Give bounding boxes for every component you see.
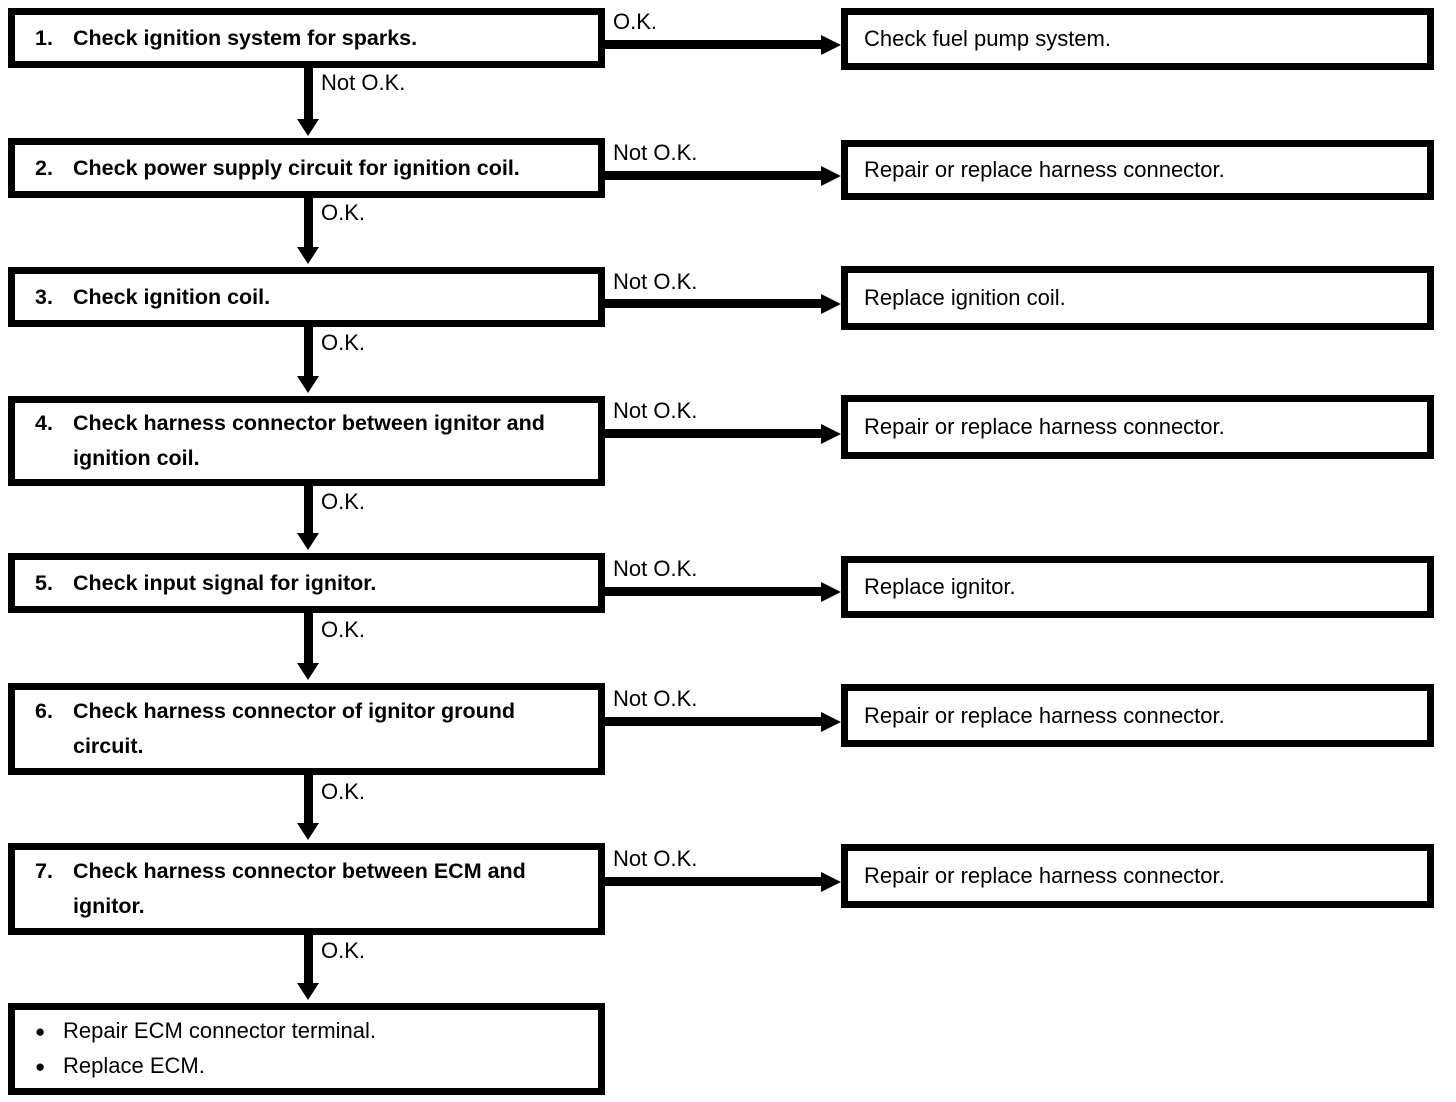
step-1-text: 1.Check ignition system for sparks. <box>15 21 431 56</box>
step-5-number: 5. <box>35 570 53 595</box>
step-2-down-label: O.K. <box>321 200 366 225</box>
step-4-branch-arrow <box>605 424 841 444</box>
step-box-2: 2.Check power supply circuit for ignitio… <box>8 138 605 198</box>
result-4-text: Repair or replace harness connector. <box>864 414 1225 439</box>
step-5-branch-label: Not O.K. <box>613 556 698 581</box>
step-7-branch-label: Not O.K. <box>613 846 698 871</box>
result-box-3: Replace ignition coil. <box>841 266 1434 330</box>
step-7-number: 7. <box>35 859 53 883</box>
step-6-down-arrow-head <box>297 823 319 840</box>
step-box-5: 5.Check input signal for ignitor. <box>8 553 605 613</box>
arrow-stem <box>605 40 825 49</box>
step-4-text: 4.Check harness connector between ignito… <box>15 406 598 476</box>
step-box-3: 3.Check ignition coil. <box>8 267 605 327</box>
step-5-down-arrow-head <box>297 663 319 680</box>
step-2-branch-arrow <box>605 166 841 186</box>
step-1-branch-label: O.K. <box>613 9 658 34</box>
result-6-text: Repair or replace harness connector. <box>864 702 1225 728</box>
arrow-stem <box>605 299 825 308</box>
step-1-down-arrow-head <box>297 119 319 136</box>
arrow-stem <box>605 587 825 596</box>
step-box-4: 4.Check harness connector between ignito… <box>8 396 605 486</box>
step-6-down-arrow-stem <box>304 775 313 824</box>
arrow-right-head <box>821 582 841 602</box>
step-3-down-label: O.K. <box>321 330 366 355</box>
step-3-branch-label: Not O.K. <box>613 269 698 294</box>
step-5-down-arrow-stem <box>304 613 313 664</box>
step-6-branch-arrow <box>605 712 841 732</box>
step-6-branch-label: Not O.K. <box>613 686 698 711</box>
step-3-branch-arrow <box>605 294 841 314</box>
step-5-branch-arrow <box>605 582 841 602</box>
result-7-text: Repair or replace harness connector. <box>864 863 1225 888</box>
arrow-stem <box>605 429 825 438</box>
arrow-right-head <box>821 294 841 314</box>
step-3-number: 3. <box>35 284 53 309</box>
result-box-6: Repair or replace harness connector. <box>841 684 1434 747</box>
step-2-down-arrow-head <box>297 247 319 264</box>
step-7-down-arrow-head <box>297 983 319 1000</box>
step-2-branch-label: Not O.K. <box>613 140 698 165</box>
step-6-text: 6.Check harness connector of ignitor gro… <box>15 694 598 764</box>
arrow-right-head <box>821 166 841 186</box>
result-box-5: Replace ignitor. <box>841 556 1434 618</box>
step-7-branch-arrow <box>605 872 841 892</box>
step-4-down-arrow-head <box>297 533 319 550</box>
result-2-text: Repair or replace harness connector. <box>864 157 1225 182</box>
step-7-down-arrow-stem <box>304 935 313 984</box>
step-3-down-arrow-head <box>297 376 319 393</box>
step-6-number: 6. <box>35 699 53 723</box>
step-4-number: 4. <box>35 411 53 435</box>
step-box-6: 6.Check harness connector of ignitor gro… <box>8 683 605 775</box>
result-box-4: Repair or replace harness connector. <box>841 395 1434 459</box>
step-2-down-arrow-stem <box>304 197 313 248</box>
step-3-down-arrow-stem <box>304 327 313 377</box>
final-action-2: ●Replace ECM. <box>15 1049 598 1084</box>
final-action-box: ●Repair ECM connector terminal. ●Replace… <box>8 1003 605 1095</box>
result-box-1: Check fuel pump system. <box>841 8 1434 70</box>
step-4-down-arrow-stem <box>304 486 313 534</box>
arrow-right-head <box>821 424 841 444</box>
step-4-branch-label: Not O.K. <box>613 398 698 423</box>
step-2-text: 2.Check power supply circuit for ignitio… <box>15 151 534 186</box>
result-5-text: Replace ignitor. <box>864 574 1016 599</box>
step-7-text: 7.Check harness connector between ECM an… <box>15 854 598 924</box>
step-5-down-label: O.K. <box>321 617 366 642</box>
step-4-down-label: O.K. <box>321 489 366 514</box>
bullet-icon: ● <box>35 1057 46 1076</box>
arrow-right-head <box>821 872 841 892</box>
step-5-text: 5.Check input signal for ignitor. <box>15 566 390 601</box>
step-box-7: 7.Check harness connector between ECM an… <box>8 843 605 935</box>
step-box-1: 1.Check ignition system for sparks. <box>8 8 605 68</box>
step-1-down-arrow-stem <box>304 68 313 120</box>
result-box-2: Repair or replace harness connector. <box>841 140 1434 200</box>
step-7-down-label: O.K. <box>321 938 366 963</box>
step-6-down-label: O.K. <box>321 779 366 804</box>
step-1-down-label: Not O.K. <box>321 70 406 95</box>
result-1-text: Check fuel pump system. <box>864 26 1111 51</box>
arrow-stem <box>605 717 825 726</box>
step-1-number: 1. <box>35 25 53 50</box>
step-1-branch-arrow <box>605 35 841 55</box>
final-action-1: ●Repair ECM connector terminal. <box>15 1014 598 1049</box>
bullet-icon: ● <box>35 1022 46 1041</box>
step-2-number: 2. <box>35 155 53 180</box>
result-3-text: Replace ignition coil. <box>864 285 1066 310</box>
arrow-stem <box>605 877 825 886</box>
arrow-right-head <box>821 35 841 55</box>
result-box-7: Repair or replace harness connector. <box>841 844 1434 908</box>
step-3-text: 3.Check ignition coil. <box>15 280 284 315</box>
arrow-stem <box>605 171 825 180</box>
arrow-right-head <box>821 712 841 732</box>
